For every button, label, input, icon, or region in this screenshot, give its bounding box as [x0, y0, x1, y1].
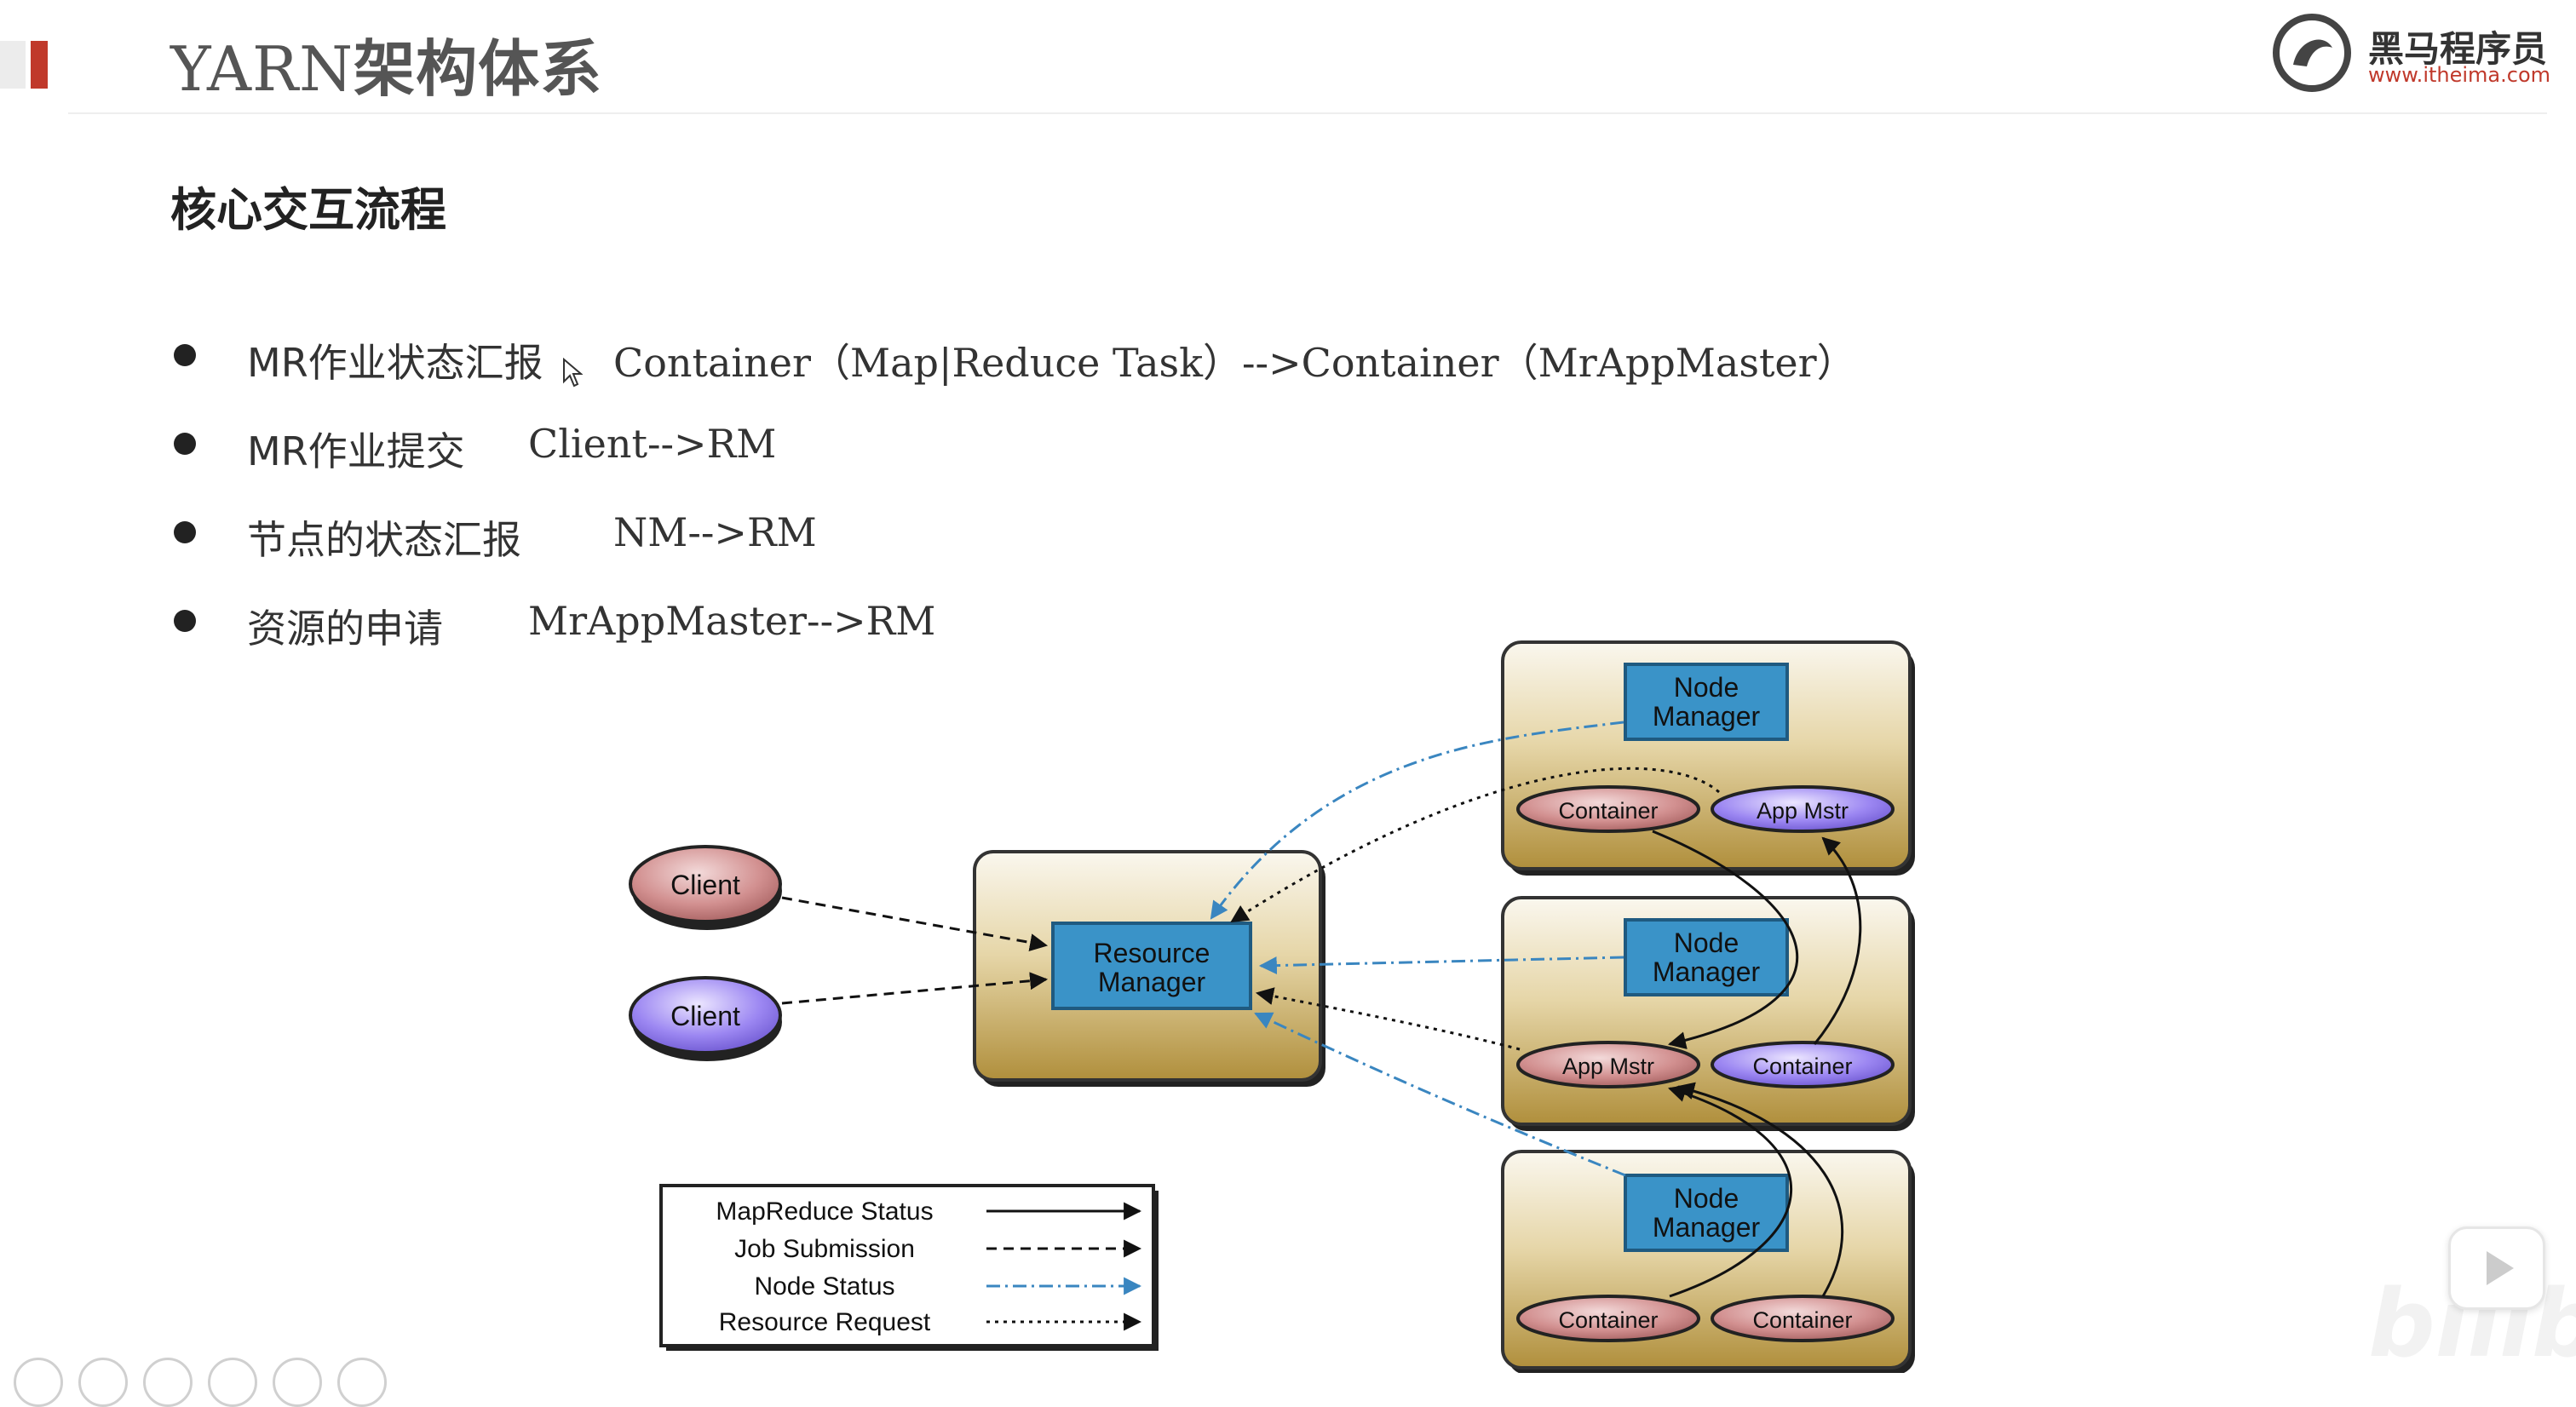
node2-right-label: Container: [1752, 1054, 1852, 1079]
job-submission-arrow: [781, 896, 1049, 951]
mapreduce-status-arrow: [1667, 1084, 1793, 1298]
client-top-label: Client: [670, 870, 740, 900]
cursor-icon: [563, 358, 583, 388]
legend-node-status: Node Status: [754, 1272, 894, 1301]
bullet-label: MR作业状态汇报: [247, 340, 543, 386]
client-bottom-label: Client: [670, 1001, 740, 1031]
node3-left-label: Container: [1558, 1307, 1658, 1333]
next-icon[interactable]: [78, 1358, 128, 1407]
node-box-2: Node Manager App Mstr Container: [1501, 896, 1915, 1131]
bullet-dot: [174, 521, 196, 543]
resource-request-arrow: [1255, 987, 1521, 1051]
bullet-detail: NM-->RM: [613, 509, 817, 555]
node-manager-line1: Node: [1674, 1183, 1739, 1214]
logo-url: www.itheima.com: [2368, 63, 2551, 87]
diagram-legend: MapReduce Status Job Submission Node Sta…: [659, 1184, 1159, 1351]
pages-icon[interactable]: [208, 1358, 257, 1407]
bullet-dot: [174, 610, 196, 632]
node1-left-label: Container: [1558, 798, 1658, 824]
node-manager-line2: Manager: [1653, 1212, 1761, 1243]
pen-icon[interactable]: [143, 1358, 193, 1407]
bullet-dot: [174, 344, 196, 366]
node-manager-line2: Manager: [1653, 701, 1761, 732]
legend-resource-request: Resource Request: [719, 1308, 931, 1336]
node-box-1: Node Manager Container App Mstr: [1501, 640, 1915, 876]
client-top: Client: [629, 845, 782, 930]
bullet-detail: MrAppMaster-->RM: [528, 598, 936, 644]
bullet-detail: Container（Map|Reduce Task）-->Container（M…: [613, 340, 1856, 386]
resource-manager-line1: Resource: [1094, 938, 1210, 968]
bullet-dot: [174, 433, 196, 455]
bullet-item: 资源的申请 MrAppMaster-->RM: [170, 598, 935, 652]
node-manager-line1: Node: [1674, 927, 1739, 958]
page-title: YARN架构体系: [170, 19, 602, 108]
node2-left-label: App Mstr: [1562, 1054, 1654, 1079]
node-status-arrow: [1258, 956, 1624, 975]
resource-request-arrow: [1230, 767, 1720, 923]
mapreduce-status-arrow: [1813, 836, 1862, 1045]
title-accent-gray: [0, 41, 26, 89]
legend-mapreduce-status: MapReduce Status: [716, 1197, 933, 1226]
legend-job-submission: Job Submission: [734, 1235, 915, 1263]
resource-manager-line2: Manager: [1098, 967, 1206, 997]
bullet-item: 节点的状态汇报 NM-->RM: [170, 509, 817, 563]
bullet-item: MR作业状态汇报 Container（Map|Reduce Task）-->Co…: [170, 332, 1856, 386]
bullet-detail: Client-->RM: [528, 421, 777, 467]
node1-right-label: App Mstr: [1757, 798, 1849, 824]
title-latin: YARN: [170, 33, 354, 105]
section-heading: 核心交互流程: [170, 183, 446, 237]
node-status-arrow: [1254, 1012, 1626, 1177]
play-button[interactable]: [2448, 1226, 2545, 1310]
bullet-item: MR作业提交 Client-->RM: [170, 421, 776, 474]
resource-manager-box: Resource Manager: [973, 850, 1325, 1087]
brand-logo: 黑马程序员 www.itheima.com: [2273, 14, 2550, 95]
logo-text: 黑马程序员: [2368, 28, 2548, 70]
node-manager-line1: Node: [1674, 672, 1739, 703]
more-icon[interactable]: [337, 1358, 387, 1407]
job-submission-arrow: [781, 972, 1049, 1005]
zoom-icon[interactable]: [273, 1358, 322, 1407]
node-box-3: Node Manager Container Container: [1501, 1150, 1915, 1373]
mapreduce-status-arrow: [1676, 1082, 1844, 1297]
logo-icon: [2273, 14, 2351, 92]
play-icon: [2487, 1251, 2514, 1285]
yarn-architecture-diagram: Resource Manager Node Manager Container …: [629, 640, 1915, 1373]
prev-icon[interactable]: [14, 1358, 63, 1407]
node3-right-label: Container: [1752, 1307, 1852, 1333]
title-divider: [68, 112, 2547, 114]
title-cn: 架构体系: [354, 33, 603, 105]
title-accent-red: [31, 41, 48, 89]
client-bottom: Client: [629, 976, 782, 1061]
mapreduce-status-arrow: [1652, 830, 1799, 1049]
bullet-label: MR作业提交: [247, 428, 465, 474]
bullet-label: 资源的申请: [247, 606, 443, 652]
node-status-arrow: [1210, 721, 1624, 920]
node-manager-line2: Manager: [1653, 956, 1761, 987]
bullet-label: 节点的状态汇报: [247, 517, 521, 563]
